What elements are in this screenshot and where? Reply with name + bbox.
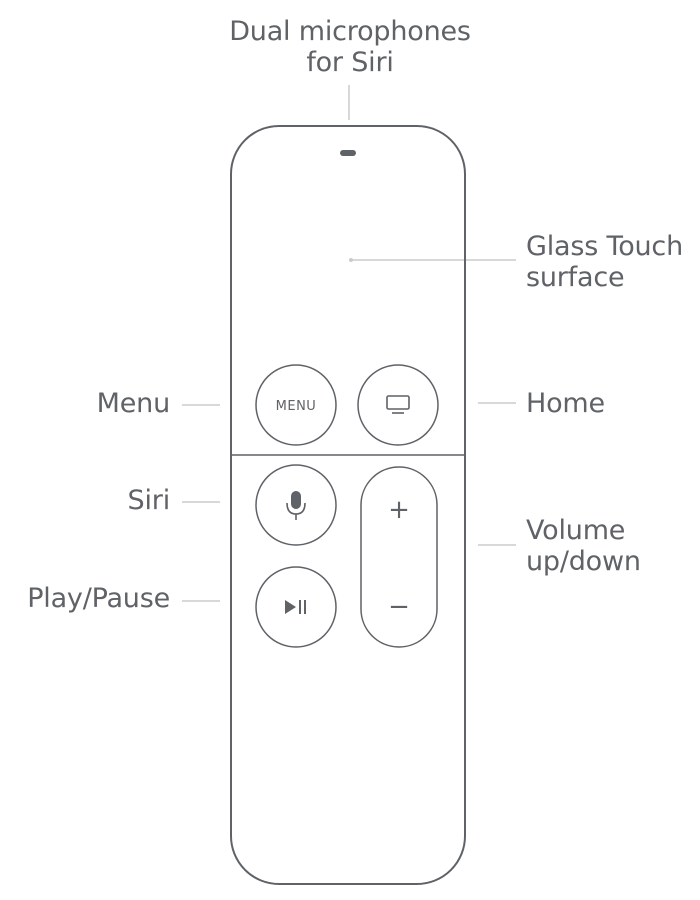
callout-microphones: Dual microphones for Siri [229, 16, 471, 78]
siri-button[interactable] [255, 464, 337, 546]
microphone-slot [340, 150, 356, 156]
menu-button-label: MENU [276, 399, 317, 414]
microphone-icon [286, 491, 306, 520]
play-pause-icon [285, 600, 306, 614]
callout-touch-surface: Glass Touch surface [526, 231, 683, 293]
play-pause-button[interactable] [255, 566, 337, 648]
callout-volume: Volume up/down [526, 515, 641, 577]
home-button[interactable] [357, 364, 439, 446]
volume-up-button[interactable]: + [363, 470, 435, 555]
volume-up-glyph: + [388, 495, 410, 525]
volume-rocker: + − [360, 466, 438, 648]
callout-play-pause: Play/Pause [27, 583, 170, 614]
menu-button[interactable]: MENU [255, 364, 337, 446]
callout-menu: Menu [96, 388, 171, 419]
volume-down-glyph: − [388, 592, 410, 622]
leader-dot-touch-surface [349, 258, 353, 262]
remote-body [230, 125, 466, 885]
volume-down-button[interactable]: − [363, 560, 435, 645]
callout-siri: Siri [127, 485, 171, 516]
callout-home: Home [526, 388, 605, 419]
tv-icon [386, 395, 410, 414]
